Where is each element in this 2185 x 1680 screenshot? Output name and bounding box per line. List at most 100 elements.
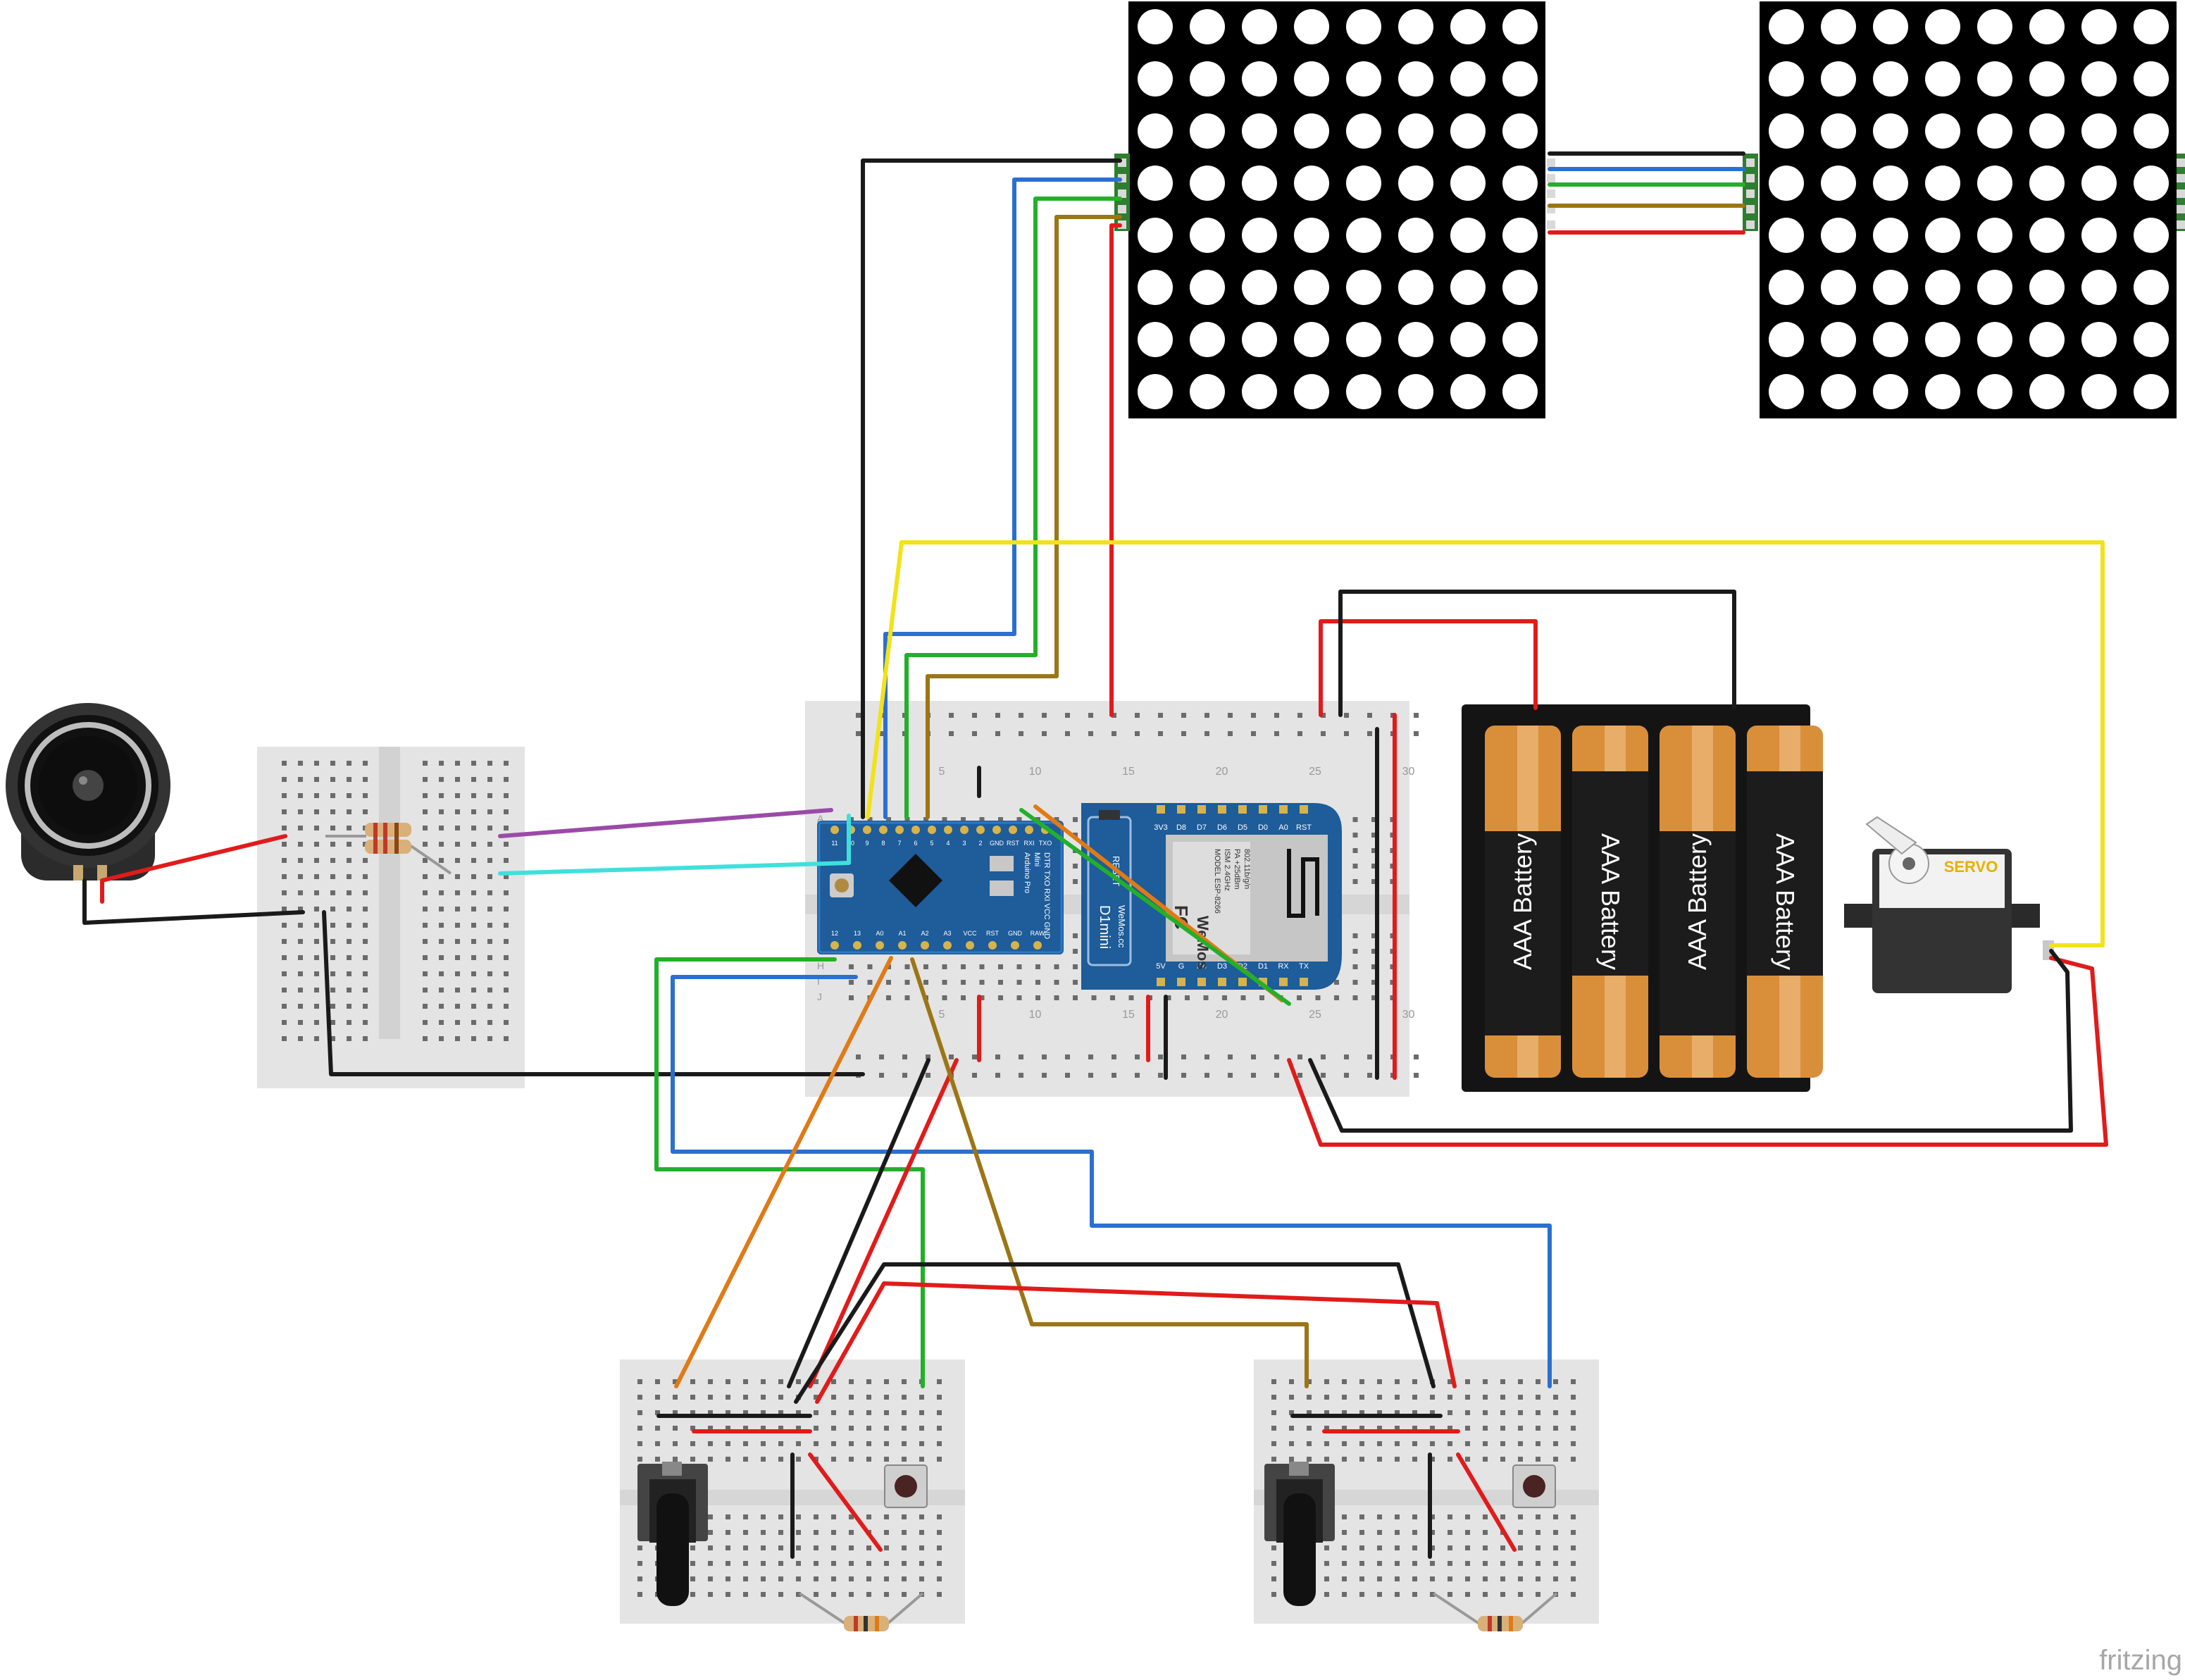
breadboard-hole	[471, 955, 476, 960]
breadboard-hole	[637, 1426, 642, 1431]
breadboard-hole	[1297, 713, 1302, 718]
breadboard-hole	[902, 1426, 907, 1431]
breadboard-hole	[998, 980, 1003, 985]
header-pin	[1118, 189, 1126, 198]
breadboard-hole	[884, 1514, 889, 1519]
breadboard-hole	[282, 1036, 287, 1041]
arduino-pin	[976, 826, 985, 834]
breadboard-hole	[1342, 1441, 1347, 1446]
breadboard-hole	[1324, 1545, 1329, 1550]
breadboard-hole	[1536, 1530, 1540, 1535]
wemos-pin-label: A0	[1278, 823, 1288, 832]
breadboard-hole	[439, 793, 444, 798]
wemos-pin-label: D7	[1197, 823, 1207, 832]
breadboard-hole	[831, 1395, 836, 1400]
led-dot	[1873, 218, 1908, 253]
breadboard-hole	[673, 1395, 678, 1400]
breadboard-hole	[1240, 995, 1246, 1000]
breadboard-hole	[1412, 1410, 1417, 1415]
breadboard-hole	[1112, 1054, 1116, 1059]
breadboard-hole	[1518, 1592, 1523, 1597]
breadboard-hole	[1135, 731, 1140, 736]
wemos-pin-label: D1	[1258, 962, 1268, 971]
breadboard-hole	[347, 955, 351, 960]
breadboard-hole	[673, 1379, 678, 1384]
arduino-pin-label: 9	[865, 840, 869, 847]
breadboard-hole	[904, 817, 910, 822]
arduino-pin-label: TXO	[1039, 840, 1052, 847]
breadboard-hole	[867, 980, 873, 985]
breadboard-hole	[1065, 1073, 1070, 1078]
breadboard-hole	[455, 1020, 460, 1025]
breadboard-hole	[1518, 1426, 1523, 1431]
breadboard-hole	[1371, 864, 1376, 869]
led-dot	[1190, 322, 1225, 357]
breadboard-hole	[423, 858, 428, 863]
breadboard-hole	[439, 955, 444, 960]
breadboard-hole	[867, 817, 873, 822]
wire	[815, 1281, 1457, 1404]
breadboard-hole	[1536, 1576, 1540, 1581]
breadboard-hole	[1158, 1054, 1163, 1059]
led-dot	[1138, 374, 1173, 409]
breadboard-hole	[778, 1395, 783, 1400]
breadboard-hole	[1324, 1457, 1329, 1462]
breadboard-hole	[1359, 1457, 1364, 1462]
breadboard-hole	[726, 1457, 730, 1462]
breadboard-hole	[884, 1379, 889, 1384]
breadboard-hole	[849, 1441, 854, 1446]
breadboard-hole	[504, 793, 509, 798]
breadboard-hole	[708, 1426, 713, 1431]
breadboard-hole	[314, 939, 319, 944]
breadboard-hole	[1371, 833, 1376, 838]
breadboard-hole	[487, 955, 492, 960]
breadboard-hole	[902, 1457, 907, 1462]
breadboard-hole	[886, 980, 891, 985]
led-dot	[2081, 374, 2117, 409]
breadboard-hole	[1412, 1576, 1417, 1581]
breadboard-hole	[1500, 1576, 1505, 1581]
breadboard-hole	[1571, 1441, 1576, 1446]
breadboard-hole	[919, 1514, 924, 1519]
breadboard-hole	[743, 1530, 748, 1535]
breadboard-hole	[831, 1561, 836, 1566]
breadboard-hole	[1448, 1576, 1452, 1581]
fritzing-watermark: fritzing	[2099, 1645, 2182, 1676]
breadboard-hole	[831, 1576, 836, 1581]
breadboard-hole	[1088, 713, 1093, 718]
breadboard-hole	[330, 1036, 335, 1041]
breadboard-hole	[439, 988, 444, 993]
breadboard-hole	[1289, 1379, 1294, 1384]
breadboard-hole	[796, 1410, 801, 1415]
header-pin	[1746, 158, 1755, 167]
arduino-pin	[853, 941, 861, 950]
breadboard-hole	[856, 731, 861, 736]
breadboard-hole	[471, 761, 476, 766]
arduino-pin	[1011, 941, 1019, 950]
led-dot	[2029, 218, 2065, 253]
breadboard-hole	[1536, 1395, 1540, 1400]
led-dot	[1294, 166, 1329, 201]
breadboard-hole	[1430, 1576, 1435, 1581]
led-dot	[1769, 322, 1804, 357]
led-dot	[2134, 9, 2169, 44]
breadboard-hole	[1352, 817, 1358, 822]
led-dot	[1294, 218, 1329, 253]
breadboard-hole	[884, 1426, 889, 1431]
breadboard-hole	[1483, 1457, 1488, 1462]
breadboard-hole	[814, 1441, 818, 1446]
breadboard-hole	[1412, 1395, 1417, 1400]
arduino-pin-label: 7	[897, 840, 901, 847]
breadboard-hole	[831, 1592, 836, 1597]
breadboard-hole	[330, 842, 335, 847]
breadboard-hole	[1483, 1395, 1488, 1400]
breadboard-hole	[471, 793, 476, 798]
led-dot	[1190, 374, 1225, 409]
breadboard-hole	[673, 1426, 678, 1431]
breadboard-hole	[1251, 1054, 1256, 1059]
wire	[787, 1058, 930, 1388]
wire	[674, 956, 893, 1388]
breadboard-hole	[979, 817, 985, 822]
breadboard-hole	[1185, 995, 1190, 1000]
breadboard-hole	[778, 1530, 783, 1535]
